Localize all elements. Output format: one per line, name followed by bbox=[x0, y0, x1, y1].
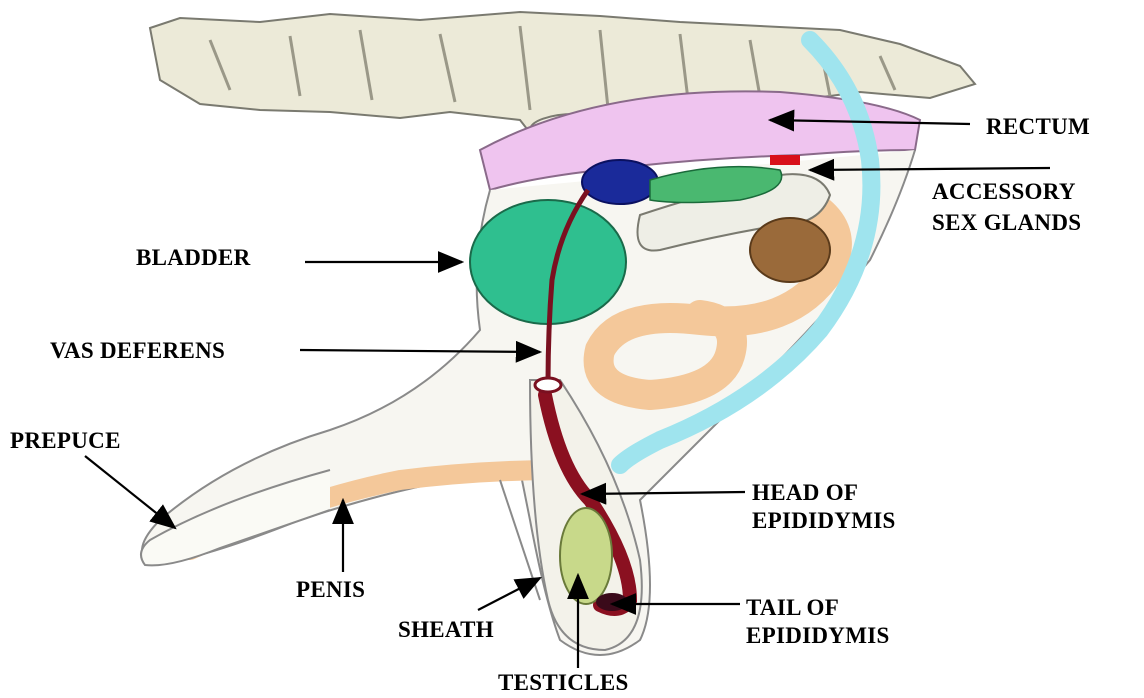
label-testicles: TESTICLES bbox=[498, 670, 629, 695]
tail-epididymis-dark bbox=[596, 593, 628, 611]
label-tail-line1: TAIL OF bbox=[746, 595, 839, 620]
accessory-gland-blue bbox=[582, 160, 658, 204]
label-rectum: RECTUM bbox=[986, 114, 1090, 139]
label-tail-line2: EPIDIDYMIS bbox=[746, 623, 890, 648]
label-prepuce: PREPUCE bbox=[10, 428, 121, 453]
arrow-sheath bbox=[478, 578, 540, 610]
arrow-prepuce bbox=[85, 456, 175, 528]
label-head-line1: HEAD OF bbox=[752, 480, 858, 505]
label-head-line2: EPIDIDYMIS bbox=[752, 508, 896, 533]
label-bladder: BLADDER bbox=[136, 245, 251, 270]
label-accessory-line2: SEX GLANDS bbox=[932, 210, 1081, 235]
label-vas-deferens: VAS DEFERENS bbox=[50, 338, 225, 363]
label-penis: PENIS bbox=[296, 577, 365, 602]
label-accessory-line1: ACCESSORY bbox=[932, 179, 1076, 204]
accessory-gland-red bbox=[770, 155, 800, 165]
label-sheath: SHEATH bbox=[398, 617, 494, 642]
testicle bbox=[560, 508, 612, 604]
vas-ring bbox=[535, 378, 561, 392]
brown-gland bbox=[750, 218, 830, 282]
